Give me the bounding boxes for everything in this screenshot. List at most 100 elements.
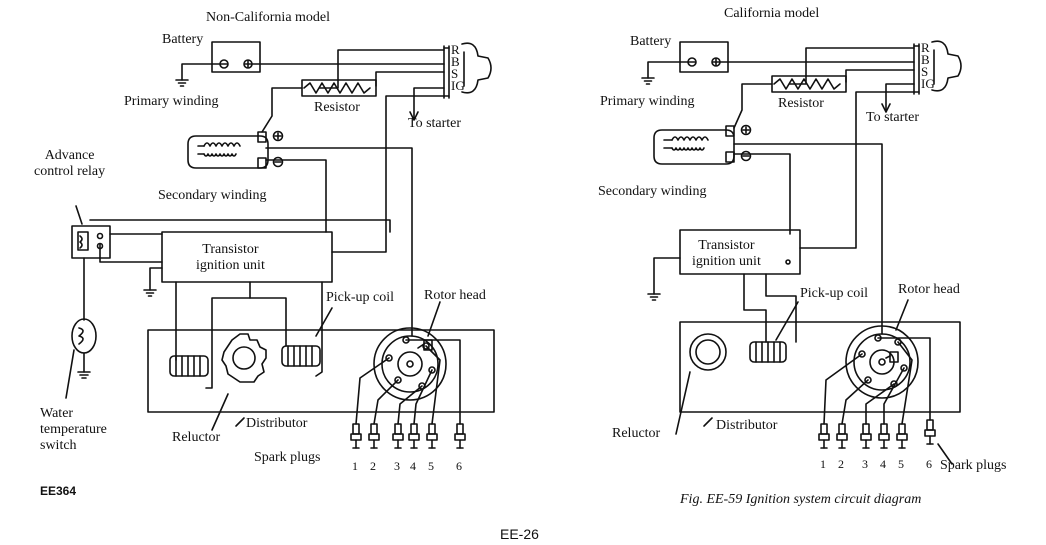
left-spark-plug-symbols (351, 424, 465, 448)
right-plug-number: 6 (926, 457, 932, 471)
right-starter-arrow (882, 104, 890, 112)
left-ig-terminal-wire (332, 96, 444, 252)
left-relay-pointer (76, 206, 82, 224)
left-reluctor-pointer (212, 394, 228, 430)
left-coil-hv-wire (266, 148, 412, 336)
right-unit-terminal-dot (786, 260, 790, 264)
left-rotor-head-label: Rotor head (424, 288, 486, 303)
left-battery-label: Battery (162, 32, 204, 47)
left-water-temp-switch-label: Water temperature switch (40, 406, 107, 453)
right-distributor-housing (680, 322, 960, 412)
left-battery-symbol (212, 42, 260, 72)
right-diagram-title: California model (724, 6, 820, 21)
right-spark-plugs-pointer (938, 444, 952, 464)
right-resistor-symbol (772, 76, 846, 92)
right-s-terminal-wire (846, 70, 914, 82)
left-advance-control-relay-label: Advance control relay (34, 148, 106, 179)
left-ground-symbol-unit (144, 290, 156, 296)
right-ground-symbol-battery (642, 78, 654, 84)
right-secondary-winding-label: Secondary winding (598, 184, 707, 199)
right-transistor-unit-box (680, 230, 800, 274)
left-distributor-housing (148, 330, 494, 412)
right-coil-hv-wire (734, 144, 882, 334)
figure-caption: Fig. EE-59 Ignition system circuit diagr… (680, 492, 922, 507)
left-distributor-pointer (236, 418, 244, 426)
right-unit-pickup-wire-2 (766, 274, 796, 342)
page-number: EE-26 (500, 526, 539, 542)
left-battery-ground-wire (182, 64, 220, 80)
left-unit-pickup-wire-3 (250, 298, 286, 346)
left-temp-switch-pointer (66, 350, 74, 398)
right-reluctor-pointer (676, 372, 690, 434)
left-plug-wires (356, 340, 460, 424)
left-relay-supply-wire (90, 220, 390, 232)
right-spark-plugs-label: Spark plugs (940, 458, 1007, 473)
right-distributor-label: Distributor (716, 418, 778, 433)
left-pickup-coil-b (282, 346, 320, 366)
left-transistor-unit-label: Transistor ignition unit (196, 242, 265, 273)
right-spark-plug-symbols (819, 420, 935, 448)
right-rotor-head-label: Rotor head (898, 282, 960, 297)
left-plug-number: 3 (394, 459, 400, 473)
left-unit-ground-wire (150, 268, 162, 290)
left-pickup-coil-pointer (316, 308, 332, 336)
right-ig-terminal-wire (800, 92, 914, 248)
left-resistor-to-coil-wire (262, 88, 302, 132)
left-resistor-symbol (302, 80, 376, 96)
right-pickup-coil-label: Pick-up coil (800, 286, 869, 301)
right-plug-number: 1 (820, 457, 826, 471)
left-water-temp-switch-symbol (71, 318, 97, 378)
left-rotor-head-pointer (428, 302, 440, 336)
left-to-starter-wire (414, 88, 444, 118)
right-ignition-switch-symbol (914, 41, 961, 94)
left-diagram-graphics (66, 42, 494, 448)
right-pickup-coil (750, 342, 786, 362)
left-distributor-label: Distributor (246, 416, 308, 431)
left-pickup-coil-a (170, 356, 208, 376)
right-plug-number: 3 (862, 457, 868, 471)
right-plug-number: 2 (838, 457, 844, 471)
right-r-terminal-wire (790, 48, 914, 84)
right-resistor-to-coil-wire (734, 84, 772, 128)
right-unit-pickup-wire-1 (744, 274, 766, 342)
left-distributor-cap-symbol (374, 328, 446, 400)
right-coil-negative-wire (734, 154, 790, 234)
right-diagram-graphics (642, 41, 961, 464)
right-unit-ground-wire (654, 258, 680, 294)
right-transistor-unit-label: Transistor ignition unit (692, 238, 761, 269)
right-distributor-pointer (704, 418, 712, 426)
left-ground-symbol-battery (176, 80, 188, 86)
right-plug-wires (824, 338, 930, 424)
right-plug-number: 5 (898, 457, 904, 471)
left-starter-arrow (410, 112, 418, 120)
left-plug-number: 1 (352, 459, 358, 473)
right-reluctor-label: Reluctor (612, 426, 661, 441)
left-advance-relay-symbol (72, 226, 110, 258)
right-battery-label: Battery (630, 34, 672, 49)
right-to-starter-wire (886, 84, 914, 110)
left-plug-number: 4 (410, 459, 416, 473)
left-primary-winding-label: Primary winding (124, 94, 219, 109)
left-s-terminal-wire (376, 72, 444, 86)
left-reluctor-label: Reluctor (172, 430, 221, 445)
left-switch-terminal-labels: R B S IG (451, 42, 465, 93)
right-resistor-label: Resistor (778, 96, 824, 111)
right-pickup-coil-pointer (776, 302, 798, 340)
right-distributor-cap-symbol (846, 326, 918, 398)
right-battery-symbol (680, 42, 728, 72)
left-plug-number: 5 (428, 459, 434, 473)
right-to-starter-label: To starter (866, 110, 920, 125)
right-rotor-head-pointer (896, 300, 908, 330)
left-coil-negative-wire (266, 160, 326, 232)
right-primary-winding-label: Primary winding (600, 94, 695, 109)
left-r-terminal-wire (320, 50, 444, 88)
right-plug-number: 4 (880, 457, 886, 471)
left-ignition-coil-symbol (188, 132, 283, 169)
figure-code: EE364 (40, 484, 77, 498)
left-plug-number: 2 (370, 459, 376, 473)
left-reluctor-symbol (222, 334, 266, 382)
left-resistor-label: Resistor (314, 100, 360, 115)
left-plug-number: 6 (456, 459, 462, 473)
left-secondary-winding-label: Secondary winding (158, 188, 267, 203)
